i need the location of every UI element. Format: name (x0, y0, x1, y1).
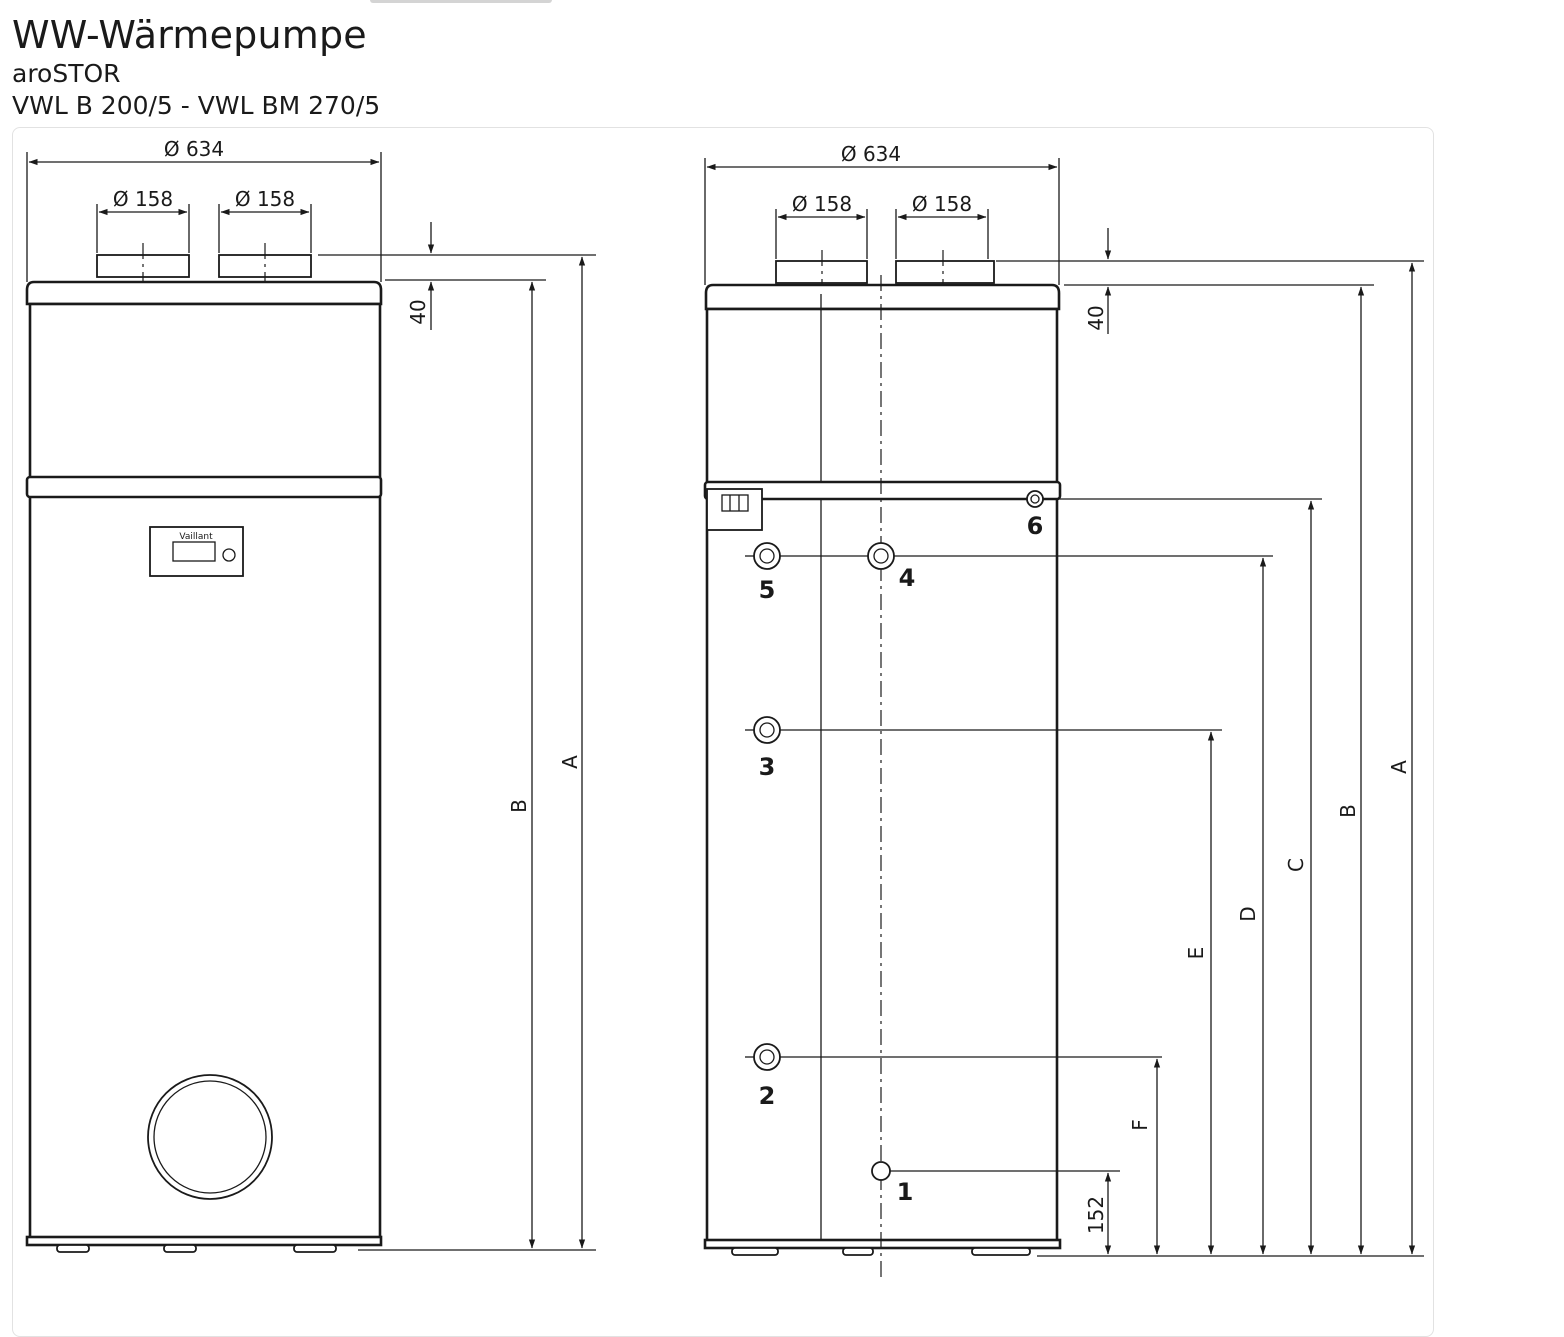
brand-label: Vaillant (179, 532, 213, 542)
connection-2: 2 (745, 1043, 781, 1110)
side-middle-band (703, 480, 1062, 501)
front-view: Vaillant Ø 634 Ø 158 Ø 158 40 A B (25, 137, 596, 1253)
side-dim-152: 152 (1084, 1196, 1108, 1234)
control-panel (149, 526, 244, 577)
svg-text:5: 5 (759, 576, 776, 604)
svg-text:6: 6 (1027, 512, 1044, 540)
side-dim-duct-right: Ø 158 (912, 192, 972, 216)
model-range: VWL B 200/5 - VWL BM 270/5 (12, 91, 381, 120)
side-dim-A: A (1387, 760, 1411, 774)
side-dim-E: E (1184, 947, 1208, 960)
side-dim-F: F (1128, 1119, 1152, 1131)
top-scroll-indicator (370, 0, 552, 3)
control-display (172, 541, 216, 562)
front-dim-B: B (507, 799, 531, 813)
side-duct-right (895, 260, 995, 284)
side-dim-40: 40 (1084, 305, 1108, 330)
page-title: WW-Wärmepumpe (12, 13, 367, 57)
side-dim-C: C (1284, 858, 1308, 872)
side-top-lid (704, 283, 1061, 311)
side-dim-D: D (1236, 906, 1260, 921)
control-knob (222, 548, 236, 562)
front-dim-duct-right: Ø 158 (235, 187, 295, 211)
electrical-box (706, 488, 763, 531)
connection-4: 4 (867, 542, 916, 592)
side-dim-diameter-634: Ø 634 (841, 142, 901, 166)
front-dim-diameter-634: Ø 634 (164, 137, 224, 161)
front-middle-band (25, 475, 383, 499)
access-cover-inner (153, 1080, 267, 1194)
front-dim-duct-left: Ø 158 (113, 187, 173, 211)
connection-6: 6 (1026, 490, 1044, 540)
front-dim-A: A (558, 755, 582, 769)
front-top-lid (25, 280, 383, 306)
svg-text:3: 3 (759, 753, 776, 781)
access-cover-outer (147, 1074, 273, 1200)
side-base (703, 1238, 1062, 1250)
side-housing (705, 307, 1059, 1246)
side-dim-duct-left: Ø 158 (792, 192, 852, 216)
side-view: 6 5 4 3 2 1 (703, 142, 1424, 1278)
page-header: WW-Wärmepumpe aroSTOR VWL B 200/5 - VWL … (12, 12, 380, 122)
svg-text:2: 2 (759, 1082, 776, 1110)
side-dim-B: B (1336, 804, 1360, 818)
connection-5: 5 (745, 542, 781, 604)
front-dim-40: 40 (406, 299, 430, 324)
svg-text:4: 4 (899, 564, 916, 592)
front-base (25, 1235, 383, 1247)
product-name: aroSTOR (12, 59, 121, 88)
svg-text:1: 1 (897, 1178, 914, 1206)
